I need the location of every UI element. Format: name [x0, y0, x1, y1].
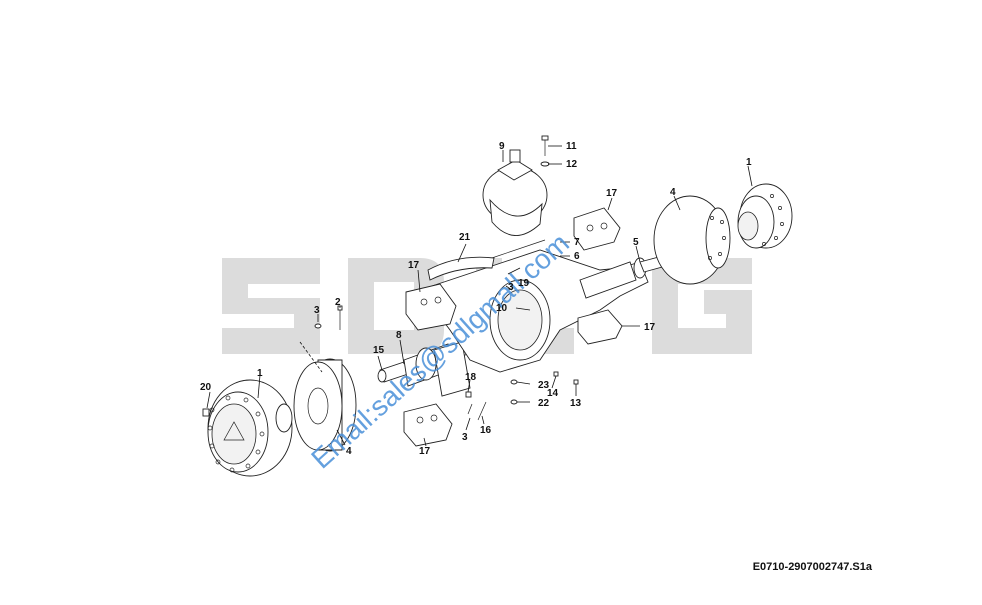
callout-17-top-left[interactable]: 17 [408, 260, 420, 271]
dashed-guide-left [299, 341, 323, 373]
brake-caliper-top-left [405, 283, 457, 331]
washer-3-bottom [467, 403, 473, 415]
bolt-2 [337, 305, 343, 330]
callout-15[interactable]: 15 [373, 345, 385, 356]
callout-1-left[interactable]: 1 [257, 368, 263, 379]
brake-disc-left [293, 358, 357, 452]
callout-8[interactable]: 8 [396, 330, 402, 341]
callouts: 1 1 2 3 3 3 4 4 5 6 7 8 9 10 11 12 13 14… [200, 141, 752, 457]
callout-3-left[interactable]: 3 [314, 305, 320, 316]
brake-caliper-top-right [573, 207, 621, 251]
callout-12[interactable]: 12 [566, 159, 578, 170]
washer-12 [540, 161, 550, 167]
callout-23[interactable]: 23 [538, 380, 550, 391]
leader-lines [206, 145, 753, 447]
brake-caliper-bottom-left [403, 403, 453, 447]
callout-10[interactable]: 10 [496, 303, 508, 314]
brake-disc-right [653, 195, 731, 285]
bolt-11 [541, 135, 549, 156]
brake-caliper-bottom-right [577, 309, 623, 345]
callout-1-right[interactable]: 1 [746, 157, 752, 168]
callout-14[interactable]: 14 [547, 388, 559, 399]
differential-assembly [482, 149, 548, 236]
guard-21 [427, 256, 495, 281]
callout-9[interactable]: 9 [499, 141, 505, 152]
callout-4-right[interactable]: 4 [670, 187, 676, 198]
diagram-code: E0710-2907002747.S1a [752, 561, 872, 573]
callout-11[interactable]: 11 [566, 141, 577, 152]
part-18 [465, 391, 472, 398]
callout-2[interactable]: 2 [335, 297, 341, 308]
callout-22[interactable]: 22 [538, 398, 550, 409]
wheel-hub-left [207, 379, 293, 477]
watermark-letter-g [652, 258, 752, 354]
callout-3-middle[interactable]: 3 [508, 282, 514, 293]
callout-17-top-right[interactable]: 17 [606, 188, 618, 199]
callout-17-bottom-right[interactable]: 17 [644, 322, 656, 333]
callout-3-bottom[interactable]: 3 [462, 432, 468, 443]
callout-21[interactable]: 21 [459, 232, 471, 243]
axle-housing [419, 239, 649, 373]
watermark-letter-s [222, 258, 320, 354]
washer-3-left [314, 323, 322, 329]
callout-13[interactable]: 13 [570, 398, 582, 409]
wheel-hub-right [737, 183, 793, 249]
callout-4-left[interactable]: 4 [346, 446, 352, 457]
callout-19[interactable]: 19 [518, 278, 530, 289]
callout-17-bottom-left[interactable]: 17 [419, 446, 431, 457]
callout-18[interactable]: 18 [465, 372, 477, 383]
axle-shaft-left [377, 339, 475, 397]
bolt-16 [477, 401, 487, 421]
callout-7[interactable]: 7 [574, 237, 580, 248]
bolt-20 [202, 408, 210, 417]
callout-20[interactable]: 20 [200, 382, 212, 393]
callout-5[interactable]: 5 [633, 237, 639, 248]
callout-6[interactable]: 6 [574, 251, 580, 262]
callout-16[interactable]: 16 [480, 425, 492, 436]
